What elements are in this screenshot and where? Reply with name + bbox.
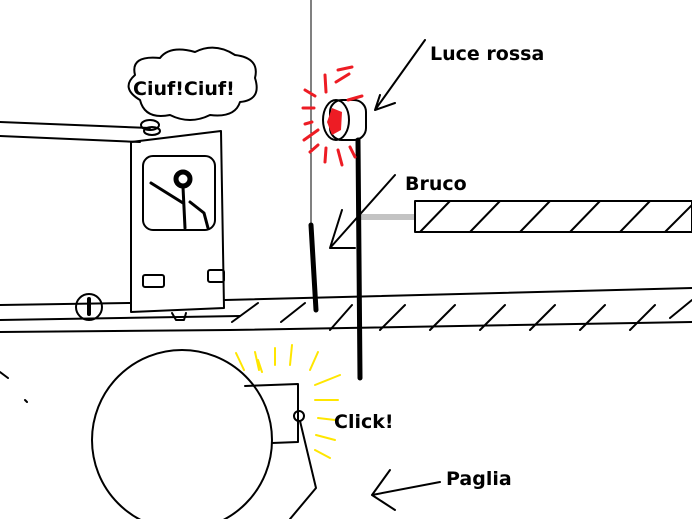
arrow-caterpillar — [329, 174, 396, 249]
speech-cloud: Ciuf!Ciuf! — [127, 46, 258, 131]
short-pole — [308, 222, 319, 313]
wheel — [75, 293, 103, 321]
railway-track — [0, 287, 692, 333]
driver-head — [173, 169, 193, 189]
label-caterpillar: Bruco — [405, 173, 467, 195]
scribble — [0, 371, 28, 403]
label-straw: Paglia — [446, 468, 512, 490]
label-click: Click! — [334, 411, 394, 433]
level-crossing-barrier — [308, 137, 692, 381]
arrow-straw — [371, 469, 441, 511]
train — [0, 121, 225, 321]
train-window — [142, 155, 216, 231]
arrow-light — [374, 39, 426, 111]
speech-text: Ciuf!Ciuf! — [133, 78, 235, 100]
red-light — [301, 65, 367, 167]
barrier-pole — [355, 137, 363, 381]
big-wheel — [91, 344, 341, 519]
label-red-light: Luce rossa — [430, 43, 544, 65]
